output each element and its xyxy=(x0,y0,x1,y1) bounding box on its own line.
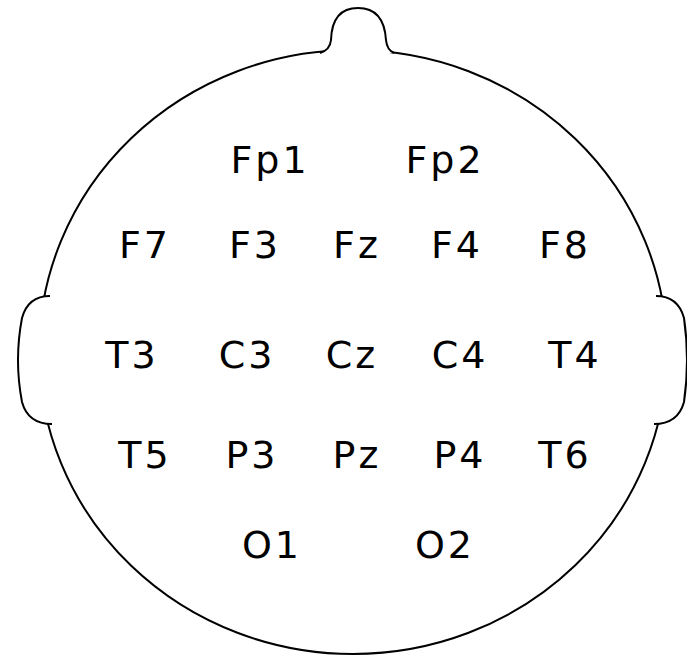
electrode-label: P3 xyxy=(225,436,278,474)
electrode-label: T3 xyxy=(105,336,158,374)
electrode-label: C4 xyxy=(432,336,489,374)
scalp-outline xyxy=(39,50,667,654)
electrode-label: Fz xyxy=(333,226,381,264)
electrode-label: F8 xyxy=(539,226,591,264)
electrode-label: P4 xyxy=(433,436,486,474)
nose-fill xyxy=(320,8,394,53)
electrode-label: O1 xyxy=(242,526,302,564)
electrode-label: T4 xyxy=(548,336,601,374)
electrode-label: C3 xyxy=(219,336,276,374)
electrode-label: Cz xyxy=(326,336,378,374)
electrode-label: Pz xyxy=(333,436,382,474)
electrode-label: F7 xyxy=(119,226,171,264)
electrode-label: Fp2 xyxy=(405,141,484,179)
electrode-label: O2 xyxy=(415,526,475,564)
left-ear xyxy=(18,296,52,424)
electrode-label: F4 xyxy=(431,226,483,264)
electrode-label: T5 xyxy=(118,436,171,474)
right-ear xyxy=(654,296,687,424)
electrode-label: F3 xyxy=(229,226,281,264)
electrode-label: Fp1 xyxy=(230,141,309,179)
right-ear-fill xyxy=(654,296,687,424)
electrode-label: T6 xyxy=(538,436,591,474)
left-ear-fill xyxy=(18,296,52,424)
nose xyxy=(320,8,394,53)
